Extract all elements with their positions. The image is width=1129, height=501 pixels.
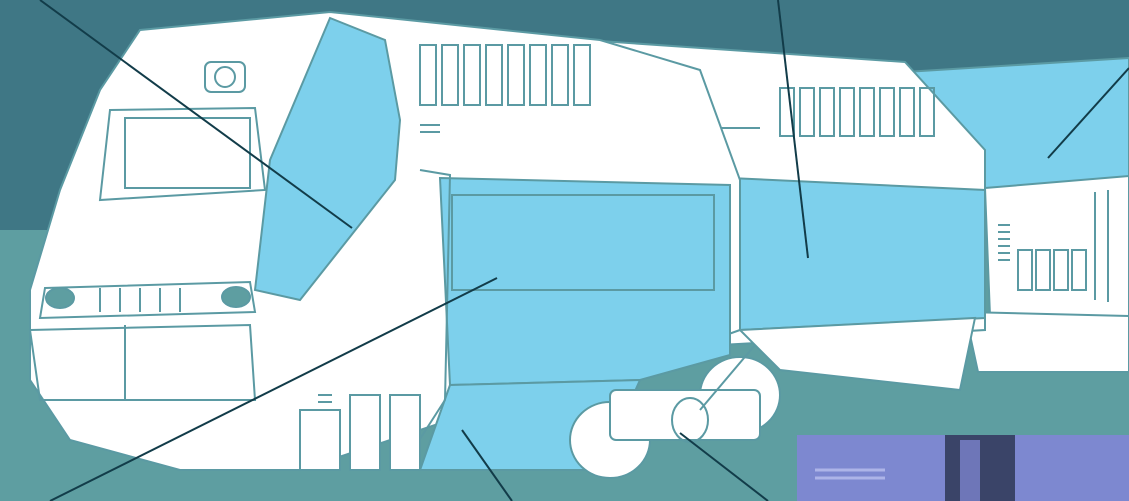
inset-photo <box>797 435 1129 501</box>
